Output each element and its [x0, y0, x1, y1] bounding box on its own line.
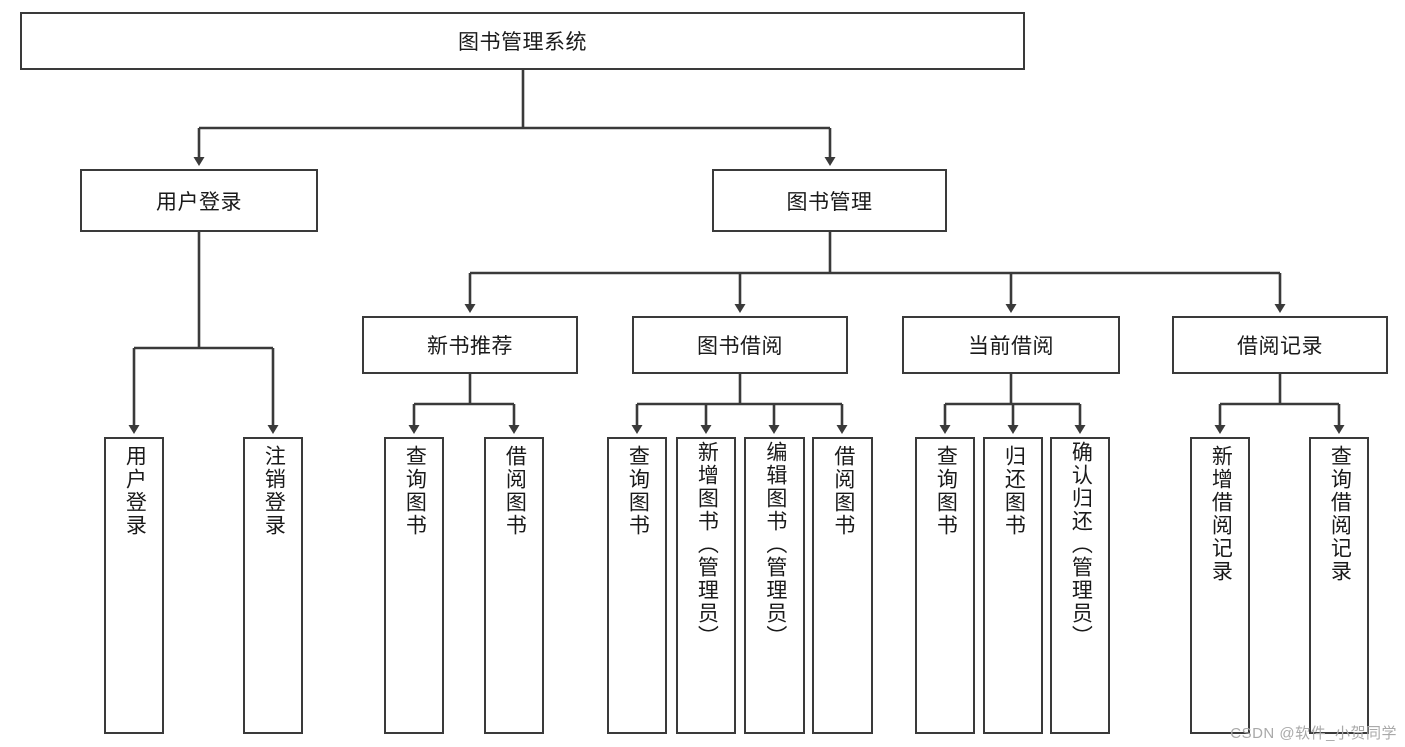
- node-leaf-label: 编辑图书（管理员）: [763, 441, 787, 648]
- node-new-book-recommend[interactable]: 新书推荐: [362, 316, 578, 374]
- node-leaf-label: 确认归还（管理员）: [1069, 441, 1093, 648]
- node-user-login[interactable]: 用户登录: [80, 169, 318, 232]
- node-leaf-borrow-book-recommend[interactable]: 借阅图书: [484, 437, 544, 734]
- node-leaf-add-book-admin[interactable]: 新增图书（管理员）: [676, 437, 736, 734]
- node-leaf-label: 查询图书: [403, 445, 427, 537]
- node-leaf-label: 借阅图书: [503, 445, 527, 537]
- node-leaf-label: 借阅图书: [831, 445, 855, 537]
- node-leaf-query-book-recommend[interactable]: 查询图书: [384, 437, 444, 734]
- node-leaf-label: 查询借阅记录: [1328, 445, 1352, 583]
- node-book-borrow[interactable]: 图书借阅: [632, 316, 848, 374]
- node-leaf-query-book-current[interactable]: 查询图书: [915, 437, 975, 734]
- node-leaf-edit-book-admin[interactable]: 编辑图书（管理员）: [744, 437, 805, 734]
- node-root-system[interactable]: 图书管理系统: [20, 12, 1025, 70]
- node-leaf-label: 查询图书: [626, 445, 650, 537]
- node-leaf-query-borrow-record[interactable]: 查询借阅记录: [1309, 437, 1369, 734]
- node-leaf-confirm-return-admin[interactable]: 确认归还（管理员）: [1050, 437, 1110, 734]
- node-leaf-label: 新增图书（管理员）: [695, 441, 719, 648]
- node-borrow-record[interactable]: 借阅记录: [1172, 316, 1388, 374]
- node-leaf-add-borrow-record[interactable]: 新增借阅记录: [1190, 437, 1250, 734]
- node-current-borrow[interactable]: 当前借阅: [902, 316, 1120, 374]
- node-leaf-query-book-borrow[interactable]: 查询图书: [607, 437, 667, 734]
- node-leaf-borrow-book[interactable]: 借阅图书: [812, 437, 873, 734]
- node-leaf-logout[interactable]: 注销登录: [243, 437, 303, 734]
- csdn-watermark: CSDN @软件_小贺同学: [1230, 725, 1397, 742]
- node-leaf-label: 注销登录: [262, 445, 286, 537]
- node-leaf-label: 新增借阅记录: [1209, 445, 1233, 583]
- node-leaf-user-login[interactable]: 用户登录: [104, 437, 164, 734]
- node-leaf-label: 查询图书: [934, 445, 958, 537]
- node-leaf-label: 归还图书: [1002, 445, 1026, 537]
- node-leaf-label: 用户登录: [123, 445, 147, 537]
- node-book-management[interactable]: 图书管理: [712, 169, 947, 232]
- node-leaf-return-book[interactable]: 归还图书: [983, 437, 1043, 734]
